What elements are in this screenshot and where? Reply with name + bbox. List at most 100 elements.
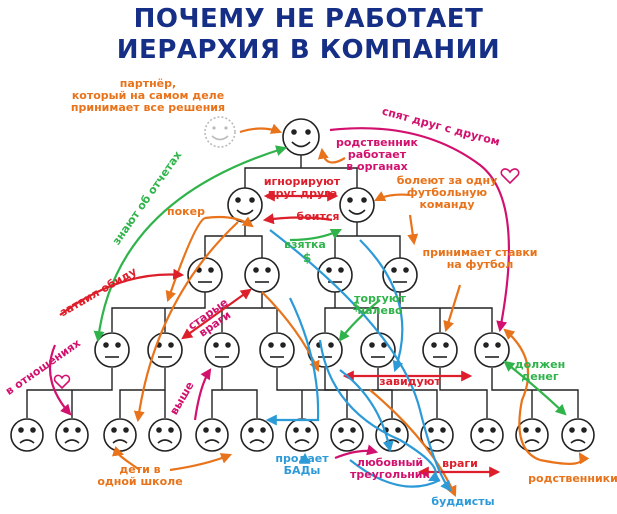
label-bribe: взятка <box>284 238 326 251</box>
in-relationship-arrow <box>48 344 72 416</box>
label-line: родственники <box>528 472 617 485</box>
relatives-arrow-1 <box>539 452 590 465</box>
label-in-relationship: в отношениях <box>3 336 83 397</box>
label-line: в отношениях <box>3 336 83 397</box>
label-line: родственник <box>336 136 419 149</box>
label-line: затаил обиду <box>58 265 139 319</box>
label-line: завидуют <box>379 375 441 388</box>
sad-face-icon <box>148 418 182 452</box>
label-line: работает <box>348 148 407 161</box>
smiley-face-icon <box>282 118 320 156</box>
sad-face-icon <box>375 418 409 452</box>
page-title: ПОЧЕМУ НЕ РАБОТАЕТ ИЕРАРХИЯ В КОМПАНИИ <box>0 4 617 66</box>
neutral-face-icon <box>360 332 396 368</box>
neutral-face-icon <box>259 332 295 368</box>
label-envy: завидуют <box>379 375 441 388</box>
label-line: партнёр, <box>120 77 176 90</box>
label-line: должен <box>515 358 566 371</box>
blue-long-2 <box>318 339 441 481</box>
supplements-arrow-2 <box>265 297 320 426</box>
sad-face-icon <box>55 418 89 452</box>
label-know-each-other: знают об отчетах <box>110 149 184 248</box>
label-line: треугольник <box>350 468 431 481</box>
sad-face-icon <box>10 418 44 452</box>
label-line: футбольную <box>407 186 487 199</box>
faces <box>10 116 595 452</box>
label-line: знают об отчетах <box>110 149 184 248</box>
tree-link <box>211 368 258 418</box>
sad-face-icon <box>470 418 504 452</box>
label-poker: покер <box>167 205 205 218</box>
label-buddhists: буддисты <box>431 495 494 508</box>
label-line: дети в <box>119 463 160 476</box>
label-line: в органах <box>346 160 408 173</box>
smiley-face-icon <box>339 187 375 223</box>
heart-icon <box>53 374 71 390</box>
sad-face-icon <box>561 418 595 452</box>
label-line: БАДы <box>284 464 321 477</box>
label-line: друг друга <box>267 187 338 200</box>
label-line: принимает ставки <box>422 246 537 259</box>
label-fear: боится <box>297 210 340 223</box>
sad-face-icon <box>285 418 319 452</box>
heart-icon <box>500 168 520 185</box>
label-line: покер <box>167 205 205 218</box>
neutral-face-icon <box>147 332 183 368</box>
label-line: взятка <box>284 238 326 251</box>
tree-link <box>276 368 348 418</box>
school-arrow-1 <box>111 446 141 471</box>
love-triangle-arrow <box>334 444 379 460</box>
blue-long-3 <box>339 369 394 453</box>
label-line: торгуют <box>354 292 406 305</box>
relative-organs-arrow <box>317 147 346 164</box>
tree-link <box>399 292 493 332</box>
label-line: налево <box>357 304 403 317</box>
label-relatives: родственники <box>528 472 617 485</box>
old-enemies-arrow <box>181 288 252 340</box>
partner-arrow <box>239 123 283 134</box>
label-line: продает <box>275 452 329 465</box>
sad-face-icon <box>330 418 364 452</box>
must-money-arrow <box>503 360 567 416</box>
label-enemies: враги <box>442 457 478 470</box>
neutral-face-icon <box>474 332 510 368</box>
label-line: команду <box>419 198 474 211</box>
neutral-face-icon <box>317 257 353 293</box>
tree-link <box>324 292 379 332</box>
label-line: принимает все решения <box>71 101 225 114</box>
tree-link <box>26 368 113 418</box>
blue-arc-bottom <box>349 459 441 488</box>
neutral-face-icon <box>422 332 458 368</box>
superior-arrow <box>193 368 212 421</box>
grudge-arrow <box>59 268 185 316</box>
neutral-face-icon <box>204 332 240 368</box>
dollar-icon: $ <box>352 299 360 313</box>
blue-long-1 <box>269 229 452 492</box>
label-line: на футбол <box>447 258 514 271</box>
sleep-together-arrow <box>329 127 511 333</box>
tree-link <box>334 222 401 258</box>
sad-face-icon <box>240 418 274 452</box>
same-team-arrow <box>374 191 411 201</box>
sells-left-arrow <box>338 299 381 342</box>
same-team-arrow-2 <box>407 214 419 246</box>
know-reports-arrow <box>93 145 288 343</box>
label-line: враги <box>442 457 478 470</box>
school-arrow-2 <box>169 453 233 472</box>
fear-arrow <box>262 213 333 225</box>
relationship-arrows <box>48 123 590 498</box>
label-line: выше <box>167 379 196 417</box>
decorations <box>53 168 520 390</box>
sad-face-icon <box>103 418 137 452</box>
bets-arrow <box>443 284 462 333</box>
